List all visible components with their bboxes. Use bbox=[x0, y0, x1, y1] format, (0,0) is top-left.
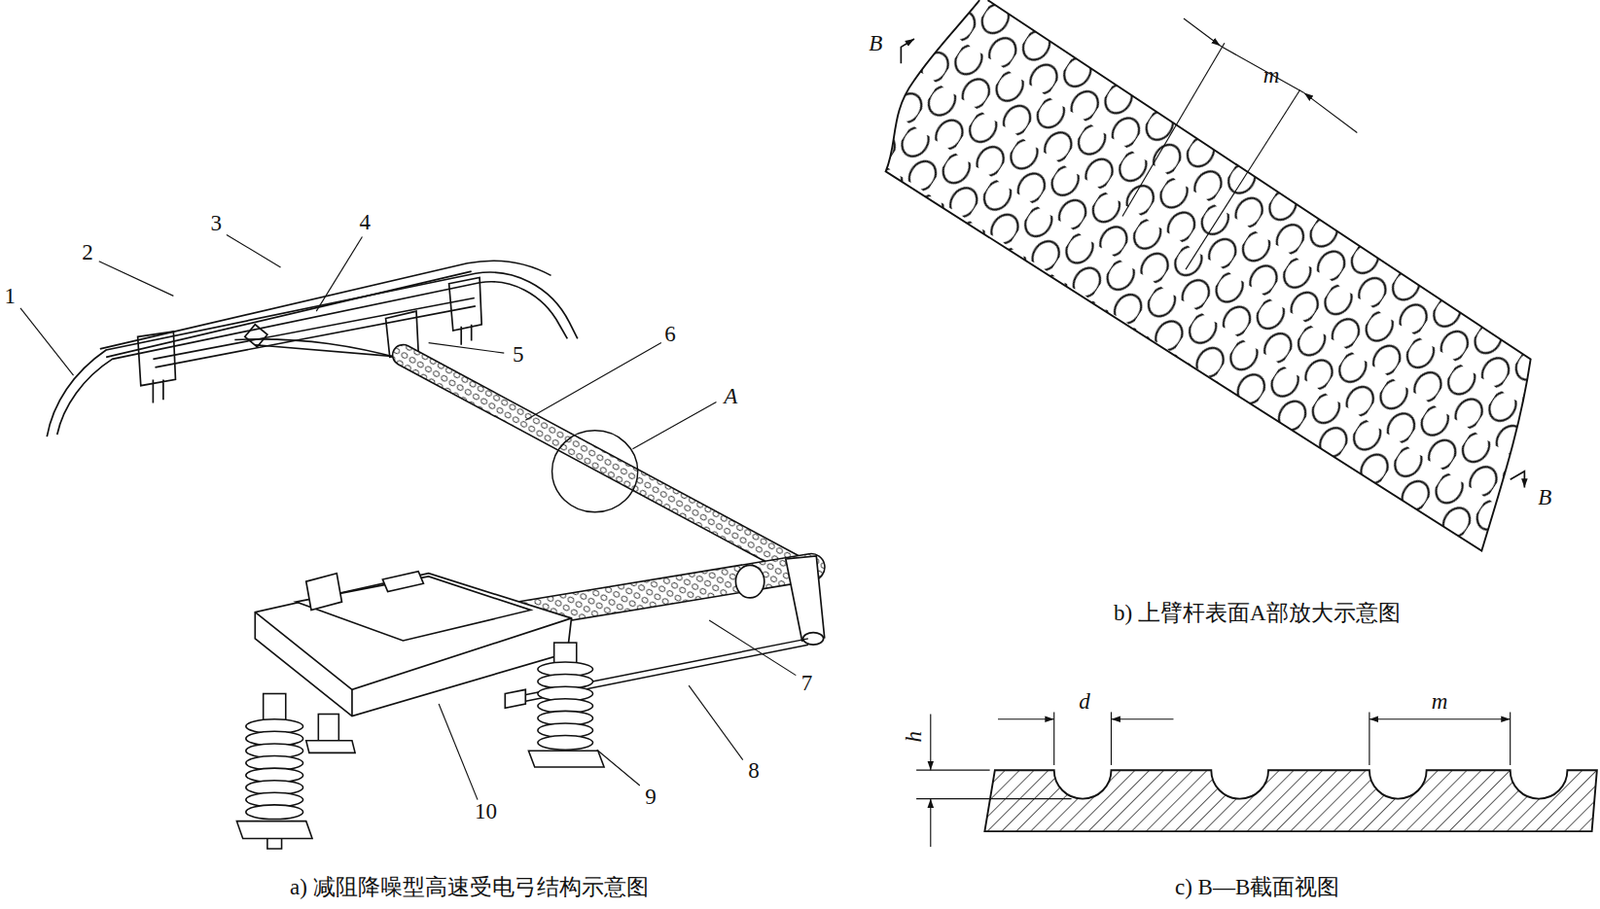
caption: b) 上臂杆表面A部放大示意图 bbox=[1111, 601, 1403, 626]
bracket bbox=[449, 277, 483, 345]
insulator bbox=[528, 642, 605, 768]
caption: a) 减阻降噪型高速受电弓结构示意图 bbox=[287, 875, 651, 900]
callout-number: 7 bbox=[801, 671, 814, 696]
callout-number: 5 bbox=[512, 342, 525, 367]
frame-edge bbox=[351, 689, 354, 716]
section-mark bbox=[900, 38, 1525, 489]
push-rod bbox=[510, 639, 809, 705]
dimension-lines bbox=[916, 711, 1511, 847]
base-frame bbox=[254, 571, 571, 717]
leader-lines bbox=[20, 234, 796, 800]
callout-number: 4 bbox=[359, 210, 372, 235]
callout-number: 8 bbox=[747, 758, 760, 783]
frame-bracket bbox=[306, 571, 425, 611]
section-profile bbox=[984, 770, 1597, 832]
dimension-label: h bbox=[901, 731, 926, 744]
balance-rod bbox=[245, 324, 404, 358]
joint-shaft bbox=[785, 556, 825, 641]
callout-number: 2 bbox=[81, 240, 94, 265]
caption: c) B—B截面视图 bbox=[1173, 875, 1342, 900]
insulator bbox=[236, 694, 313, 850]
section-label: B bbox=[868, 31, 883, 56]
dimension-label: m bbox=[1263, 63, 1280, 88]
dimension-m bbox=[1122, 18, 1357, 270]
upper-arm bbox=[402, 355, 798, 568]
dimension-label: m bbox=[1431, 689, 1449, 714]
balance-rod bbox=[234, 339, 403, 359]
perforated-tube bbox=[867, 0, 1552, 572]
knee-joint bbox=[735, 556, 824, 645]
callout-number: 3 bbox=[210, 211, 222, 236]
bow-strip bbox=[106, 271, 472, 357]
callout-number: 6 bbox=[664, 321, 676, 347]
dimension-label: d bbox=[1078, 689, 1091, 714]
callout-number: 1 bbox=[3, 284, 16, 309]
joint-cap bbox=[735, 565, 764, 599]
frame-bracket bbox=[504, 689, 526, 709]
callout-number: 10 bbox=[474, 799, 498, 824]
insulator bbox=[306, 713, 356, 753]
detail-circle bbox=[552, 430, 639, 513]
detail-label: A bbox=[723, 384, 738, 409]
callout-number: 9 bbox=[644, 784, 657, 810]
frame-body bbox=[254, 573, 571, 717]
section-label: B bbox=[1537, 485, 1552, 510]
bracket bbox=[138, 331, 177, 403]
